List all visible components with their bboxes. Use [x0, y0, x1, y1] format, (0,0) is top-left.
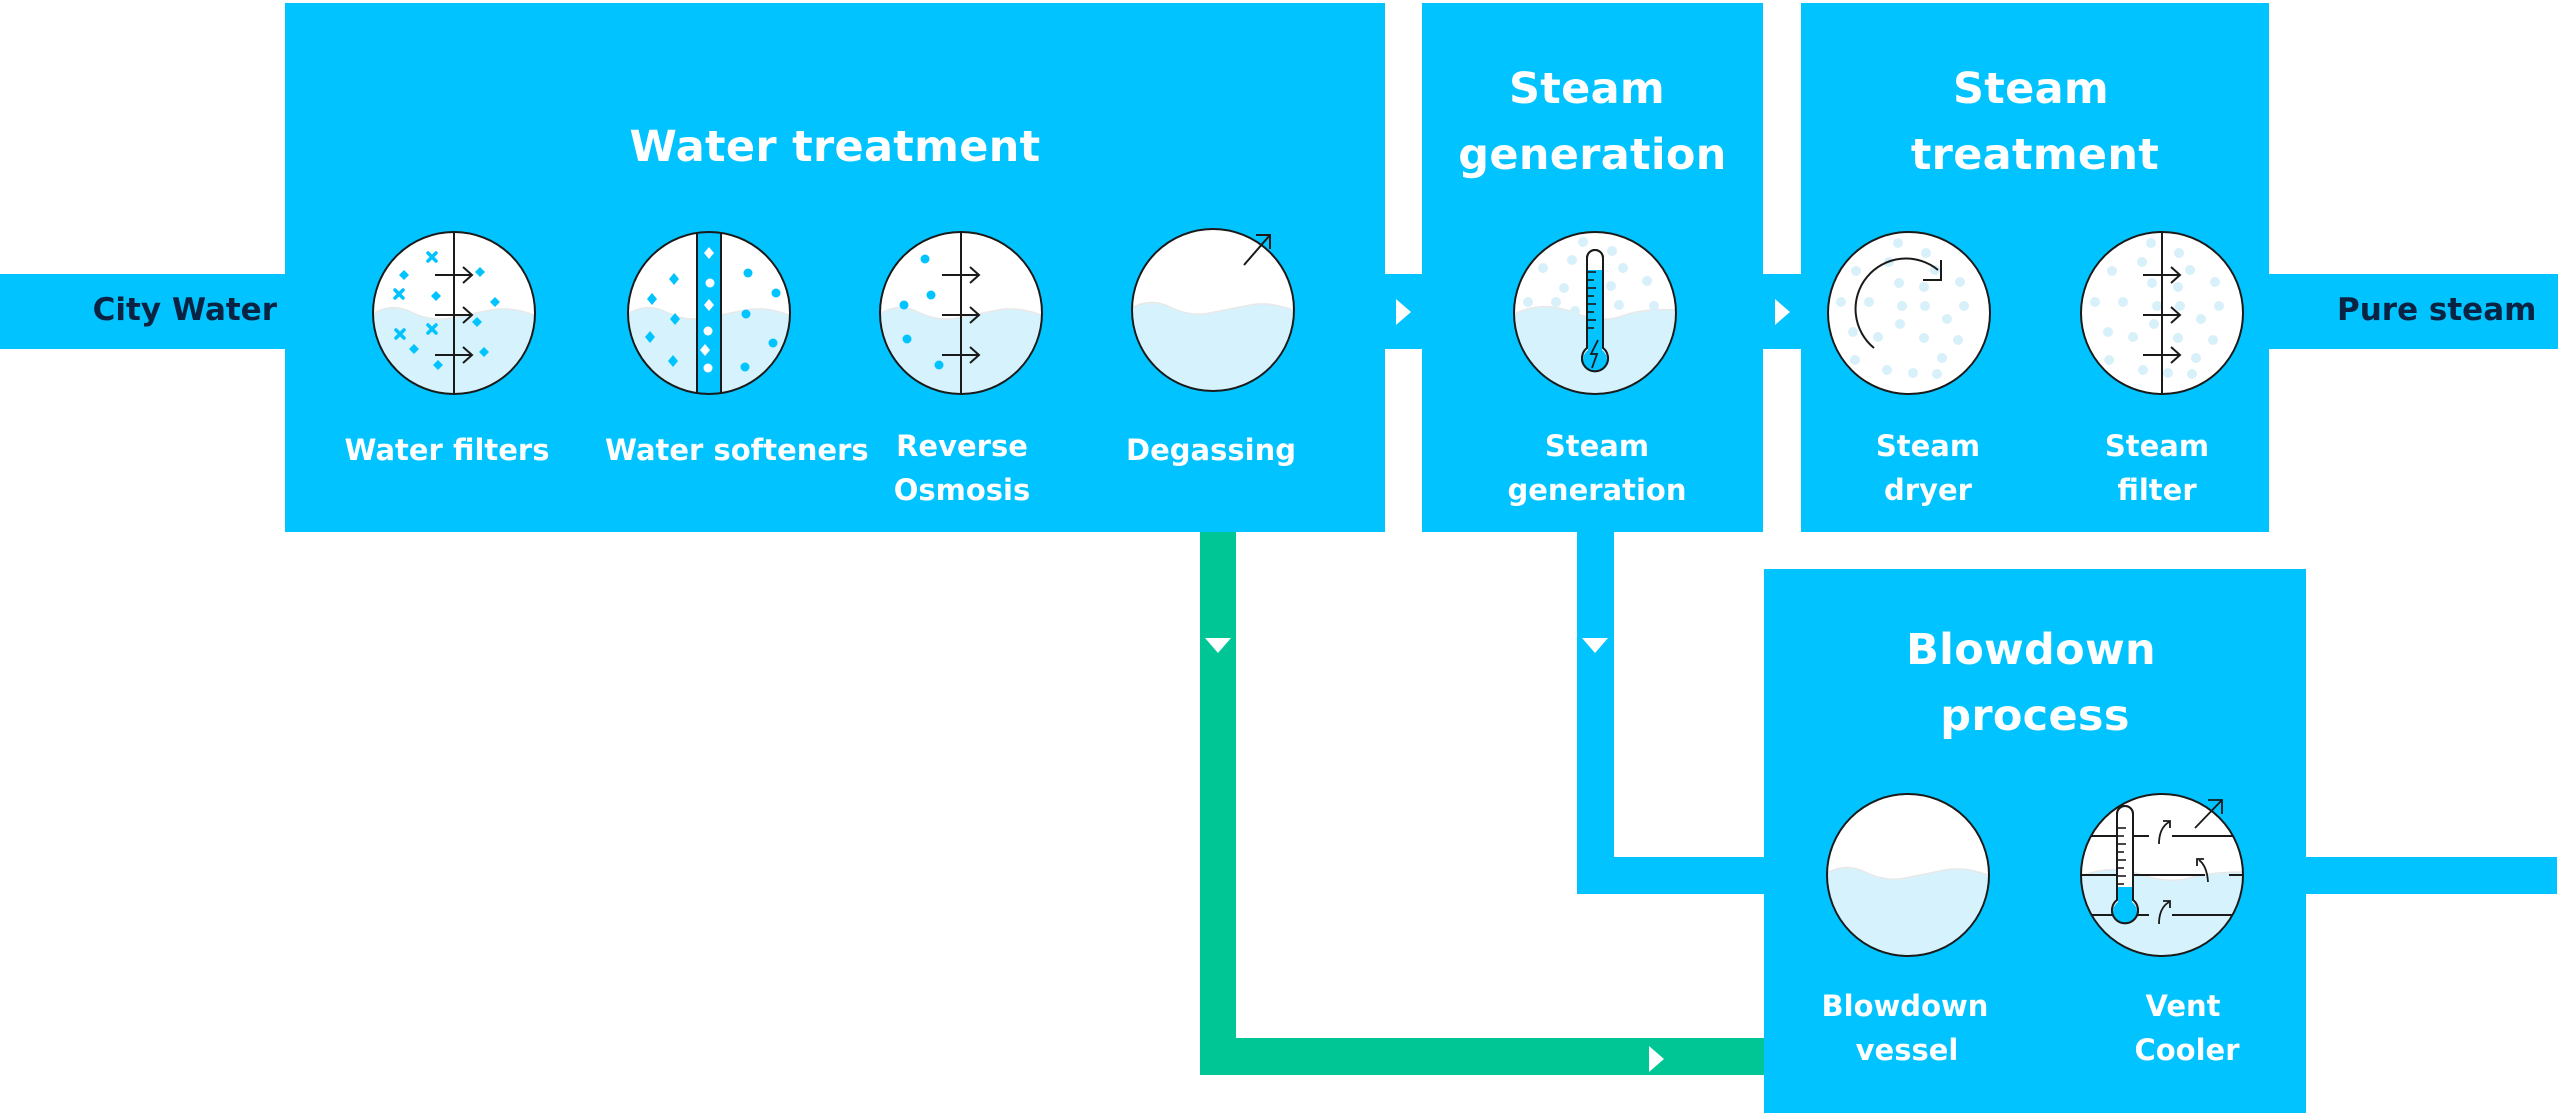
inlet-label: City Water: [92, 292, 277, 328]
blowdown-vessel-icon: [1826, 793, 1990, 957]
water-filters-label: Water filters: [344, 433, 550, 467]
ion-exchange-column-icon: [627, 231, 791, 395]
blowdown-outlet-pipe: [2302, 857, 2557, 894]
flow-arrow-right-icon: [1396, 299, 1411, 325]
green-return-pipe-vertical: [1200, 528, 1236, 1075]
outlet-pipe: [2265, 274, 2558, 349]
steam-generation-title-line1: Steam: [1508, 64, 1665, 114]
flow-arrow-right-icon: [1775, 299, 1790, 325]
blowdown-title-line1: Blowdown: [1906, 625, 2156, 675]
cyclone-dryer-icon: [1827, 231, 1991, 395]
flow-arrow-down-icon: [1205, 638, 1231, 653]
degassing-label: Degassing: [1126, 433, 1296, 467]
steam-treatment-title-line2: treatment: [1910, 130, 2160, 180]
degassing-tank-icon: [1131, 228, 1295, 392]
reverse-osmosis-label-line1: Reverse: [896, 429, 1028, 463]
flow-arrow-down-icon: [1582, 638, 1608, 653]
inlet-pipe: [0, 274, 290, 349]
steam-generation-step-label-line2: generation: [1507, 473, 1687, 507]
blowdown-feed-pipe-horizontal: [1577, 857, 1767, 894]
green-return-pipe-horizontal: [1200, 1038, 1767, 1075]
reverse-osmosis-label-line2: Osmosis: [893, 473, 1031, 507]
water-treatment-title: Water treatment: [629, 122, 1041, 172]
vent-cooler-icon: [2080, 793, 2244, 957]
blowdown-feed-pipe-vertical: [1577, 528, 1614, 894]
vent-cooler-label-line2: Cooler: [2134, 1033, 2240, 1067]
steam-filter-label-line2: filter: [2117, 473, 2197, 507]
blowdown-vessel-label-line2: vessel: [1855, 1033, 1959, 1067]
water-softeners-label: Water softeners: [605, 433, 869, 467]
steam-dryer-label-line2: dryer: [1884, 473, 1972, 507]
filter-membrane-icon: [372, 231, 536, 395]
steam-filter-label-line1: Steam: [2104, 429, 2210, 463]
steam-generation-step-label-line1: Steam: [1544, 429, 1650, 463]
steam-dryer-label-line1: Steam: [1875, 429, 1981, 463]
blowdown-title-line2: process: [1940, 691, 2130, 741]
steam-generation-title-line2: generation: [1458, 130, 1727, 180]
steam-filter-icon: [2080, 231, 2244, 395]
flow-arrow-right-icon: [1649, 1046, 1664, 1072]
vent-cooler-label-line1: Vent: [2145, 989, 2221, 1023]
outlet-label: Pure steam: [2337, 292, 2537, 328]
blowdown-vessel-label-line1: Blowdown: [1821, 989, 1989, 1023]
steam-treatment-title-line1: Steam: [1952, 64, 2109, 114]
reverse-osmosis-membrane-icon: [879, 231, 1043, 395]
heated-thermometer-icon: [1513, 231, 1677, 395]
